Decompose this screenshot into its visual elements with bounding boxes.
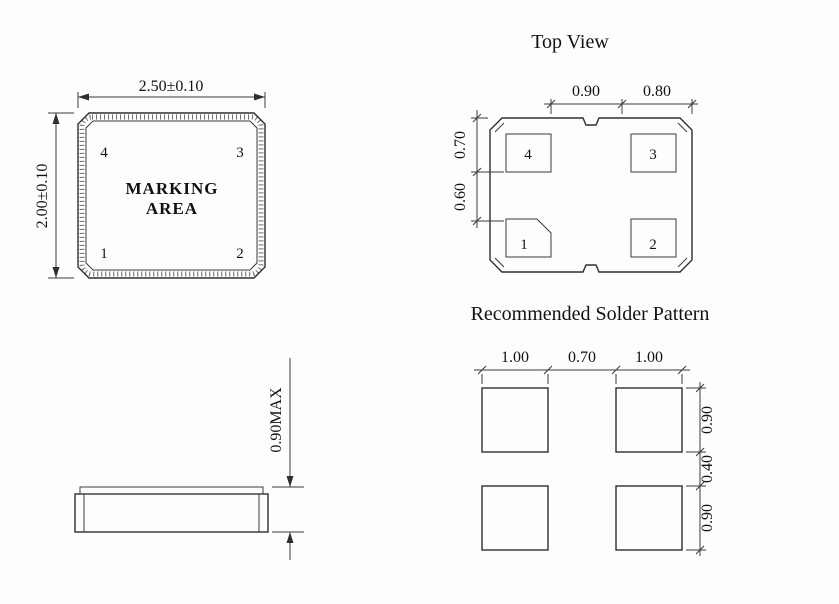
castellation-bottom-right [677, 257, 688, 268]
castellation-top-right [677, 122, 688, 133]
top-view-dim-090: 0.90 [572, 83, 600, 100]
top-view-pin-3: 3 [649, 147, 657, 163]
side-view-height-label: 0.90MAX [268, 387, 285, 453]
package-height-label: 2.00±0.10 [34, 164, 51, 229]
solder-pad-bottom-left [481, 485, 549, 551]
package-pin-2: 2 [236, 246, 244, 262]
castellation-bottom-left [494, 257, 505, 268]
top-view-title: Top View [531, 31, 609, 53]
solder-dim-040: 0.40 [699, 455, 716, 483]
solder-pattern-top-dimension: 1.00 0.70 1.00 [474, 349, 690, 384]
package-width-label: 2.50±0.10 [139, 78, 204, 95]
marking-area-line1: MARKING [126, 179, 219, 198]
solder-dim-100-left: 1.00 [501, 349, 529, 366]
top-view: Top View 4 3 1 2 0.90 0.80 [452, 31, 698, 273]
side-view: 0.90MAX [74, 358, 304, 560]
package-width-dimension: 2.50±0.10 [77, 78, 266, 108]
top-view-pad-3 [630, 133, 677, 173]
top-view-top-dimension: 0.90 0.80 [544, 83, 698, 114]
package-pin-1: 1 [100, 246, 108, 262]
solder-pad-top-left [481, 387, 549, 453]
solder-dim-090-top: 0.90 [699, 406, 716, 434]
top-view-pad-2 [630, 218, 677, 258]
side-view-lid [79, 486, 264, 495]
top-view-outline [489, 117, 693, 273]
top-view-left-dimension: 0.70 0.60 [452, 110, 504, 228]
solder-dim-070: 0.70 [568, 349, 596, 366]
marking-area-line2: AREA [146, 199, 198, 218]
top-view-pad-1 [505, 218, 552, 258]
side-view-height-dimension: 0.90MAX [268, 358, 304, 560]
solder-dim-100-right: 1.00 [635, 349, 663, 366]
solder-pattern: Recommended Solder Pattern 1.00 0.70 1.0… [471, 303, 716, 556]
top-view-dim-060: 0.60 [452, 183, 469, 211]
package-pin-3: 3 [236, 145, 244, 161]
package-outer-outline [77, 112, 266, 279]
package-pin-4: 4 [100, 145, 108, 161]
side-view-body [74, 493, 269, 533]
top-view-dim-080: 0.80 [643, 83, 671, 100]
top-view-pin-4: 4 [524, 147, 532, 163]
solder-pad-bottom-right [615, 485, 683, 551]
top-view-pin-1: 1 [520, 237, 528, 253]
solder-pattern-right-dimension: 0.90 0.40 0.90 [686, 382, 716, 556]
package-inner-outline [85, 120, 258, 271]
solder-pad-top-right [615, 387, 683, 453]
top-view-dim-070: 0.70 [452, 131, 469, 159]
package-view: 4 3 1 2 MARKING AREA 2.50±0.10 2.00±0.10 [34, 78, 266, 279]
top-view-pin-2: 2 [649, 237, 657, 253]
solder-pattern-title: Recommended Solder Pattern [471, 303, 710, 325]
package-height-dimension: 2.00±0.10 [34, 112, 74, 279]
top-view-pad-4 [505, 133, 552, 173]
castellation-top-left [494, 122, 505, 133]
solder-dim-090-bottom: 0.90 [699, 504, 716, 532]
